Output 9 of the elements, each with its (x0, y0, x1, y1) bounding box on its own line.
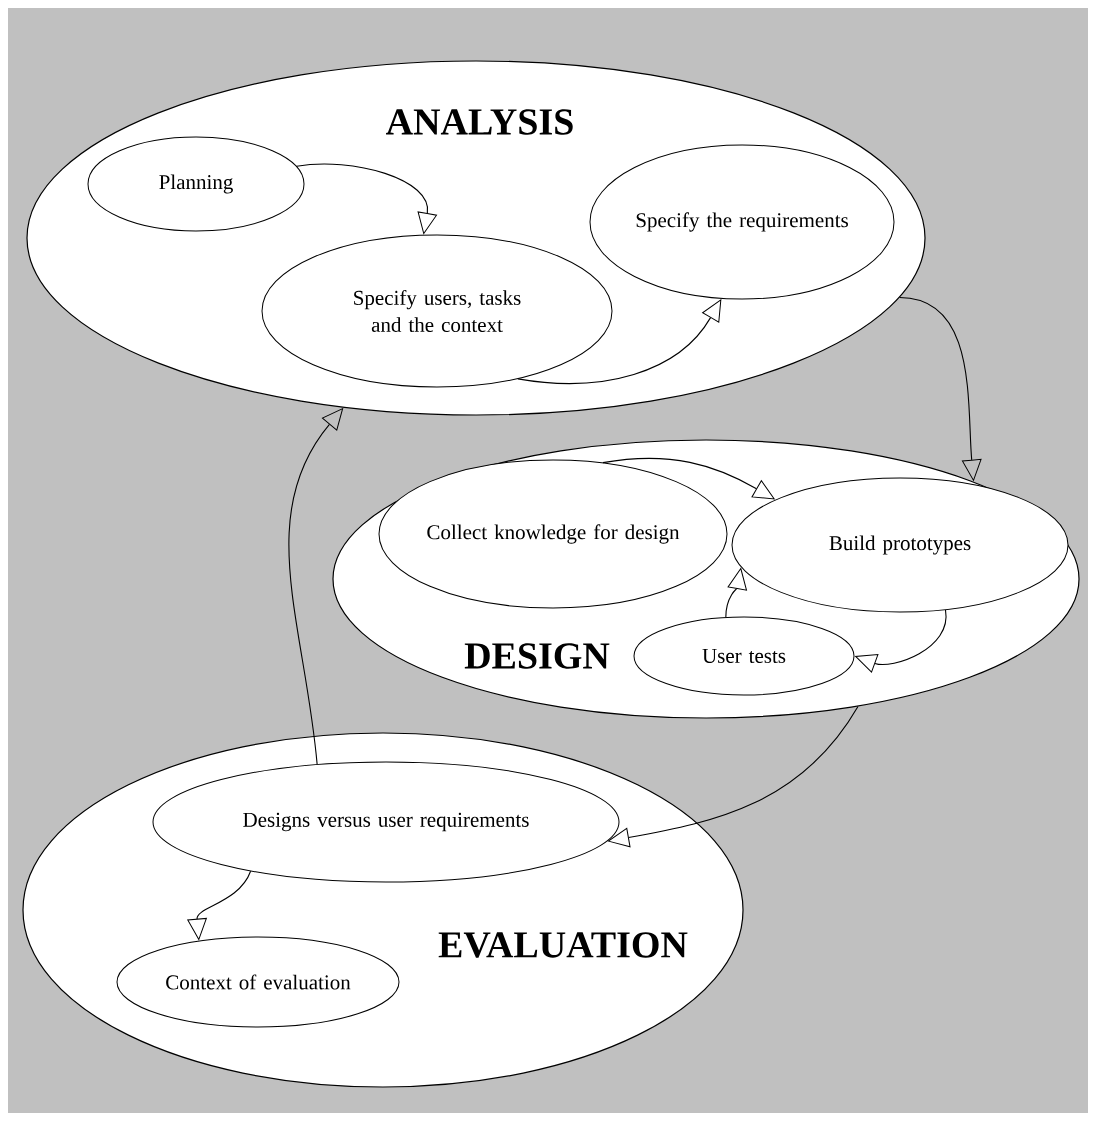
arrow (187, 870, 252, 940)
arrow (607, 705, 859, 848)
arrow (602, 457, 775, 500)
arrow (288, 408, 344, 765)
arrow (855, 609, 947, 673)
arrow (517, 299, 722, 384)
arrow (725, 568, 747, 618)
arrow (899, 296, 982, 481)
arrow (296, 163, 437, 235)
